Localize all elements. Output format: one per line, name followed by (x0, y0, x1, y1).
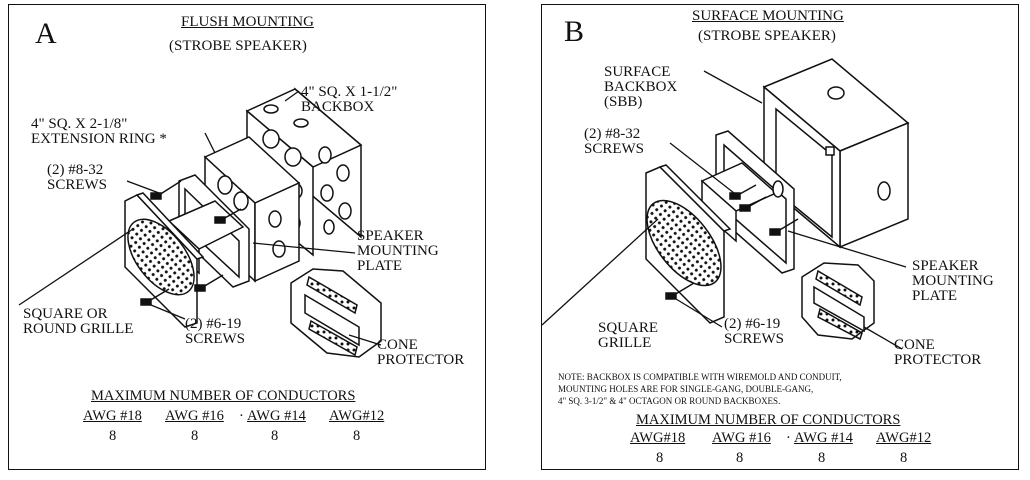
label-screws-bottom: (2) #6-19 SCREWS (185, 316, 246, 347)
conductors-title-b: MAXIMUM NUMBER OF CONDUCTORS (636, 412, 901, 428)
label-cone-protector-b: CONE PROTECTOR (894, 337, 982, 368)
label-backbox: 4" SQ. X 1-1/2" BACKBOX (301, 84, 398, 115)
label-cone-protector: CONE PROTECTOR (377, 337, 465, 368)
panel-a-title: FLUSH MOUNTING (181, 14, 314, 30)
label-surface-backbox: SURFACE BACKBOX (SBB) (604, 64, 678, 110)
label-grille-b: SQUARE GRILLE (598, 320, 659, 351)
awg-value: 8 (818, 450, 826, 466)
awg-value: 8 (900, 450, 908, 466)
label-screws-top-b: (2) #8-32 SCREWS (584, 126, 645, 157)
panel-b-letter: B (564, 15, 585, 48)
label-screws-bottom-b: (2) #6-19 SCREWS (724, 316, 785, 347)
label-mounting-plate-b: SPEAKER MOUNTING PLATE (912, 258, 994, 304)
awg-separator: · (239, 408, 244, 424)
label-extension-ring: 4" SQ. X 2-1/8" EXTENSION RING * (31, 116, 167, 147)
cone-protector-b-drawing (801, 262, 875, 341)
awg-header: AWG #18 (83, 408, 142, 424)
label-mounting-plate: SPEAKER MOUNTING PLATE (357, 228, 439, 274)
awg-header: AWG#12 (329, 408, 385, 424)
label-screws-top: (2) #8-32 SCREWS (47, 162, 108, 193)
awg-value: 8 (656, 450, 664, 466)
cone-protector-drawing (290, 268, 382, 358)
awg-separator: · (786, 430, 791, 446)
awg-header: AWG#12 (876, 430, 932, 446)
panel-b-subtitle: (STROBE SPEAKER) (698, 28, 836, 44)
grille-b-drawing (645, 164, 732, 324)
screws-top-drawing (150, 180, 242, 224)
awg-value: 8 (736, 450, 744, 466)
awg-value: 8 (191, 428, 199, 444)
panel-a-flush-mounting: A FLUSH MOUNTING (STROBE SPEAKER) 4" SQ.… (8, 4, 486, 470)
screws-bottom-b-drawing (665, 218, 799, 300)
awg-header: AWG #14 (247, 408, 306, 424)
panel-b-title: SURFACE MOUNTING (692, 8, 844, 24)
awg-header: AWG#18 (630, 430, 686, 446)
awg-header: AWG #16 (712, 430, 771, 446)
compatibility-note: NOTE: BACKBOX IS COMPATIBLE WITH WIREMOL… (558, 372, 842, 406)
screws-top-b-drawing (729, 184, 767, 212)
screws-bottom-drawing (140, 274, 224, 306)
awg-value: 8 (353, 428, 361, 444)
panel-a-subtitle: (STROBE SPEAKER) (169, 38, 307, 54)
flush-mounting-exploded-drawing (18, 87, 382, 358)
surface-mounting-exploded-drawing (541, 58, 910, 350)
awg-value: 8 (271, 428, 279, 444)
label-grille: SQUARE OR ROUND GRILLE (23, 306, 134, 337)
surface-backbox-drawing (762, 58, 910, 249)
panel-a-letter: A (35, 17, 57, 50)
awg-header: AWG #16 (165, 408, 224, 424)
grille-drawing (124, 192, 205, 328)
awg-value: 8 (109, 428, 117, 444)
panel-b-surface-mounting: B SURFACE MOUNTING (STROBE SPEAKER) SURF… (541, 4, 1019, 470)
conductors-title: MAXIMUM NUMBER OF CONDUCTORS (91, 388, 356, 404)
awg-header: AWG #14 (794, 430, 853, 446)
